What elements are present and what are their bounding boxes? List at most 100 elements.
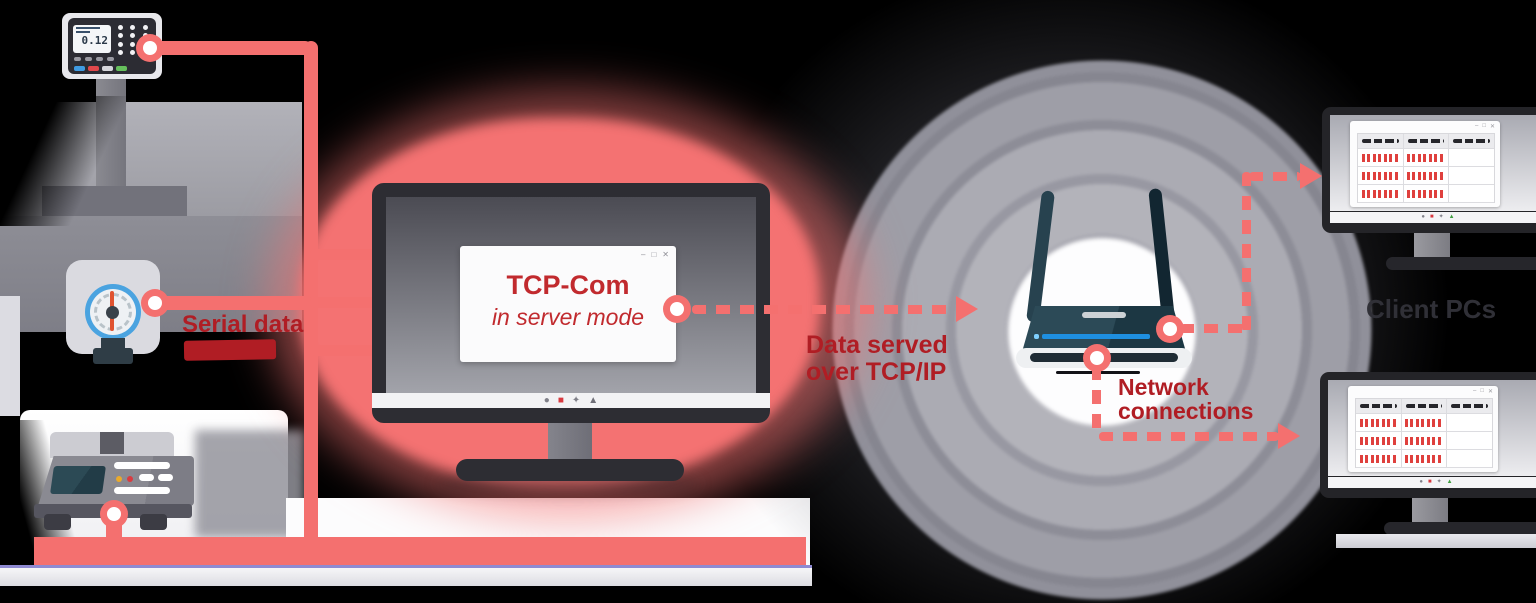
data-text-dash: [1405, 436, 1443, 445]
maximize-icon: □: [1482, 123, 1486, 129]
table-header-row: [1358, 134, 1494, 149]
square-icon: ■: [557, 395, 564, 406]
monitor-bezel-controls: ● ■ ✦ ▲: [1328, 477, 1536, 488]
scale-foot: [44, 514, 71, 530]
serial-line-scale-run: [34, 537, 806, 566]
indicator-function-buttons: [74, 66, 127, 71]
header-text-dash: [1407, 139, 1445, 143]
table-row: [1358, 185, 1494, 203]
network-dashed-top-rise: [1242, 172, 1251, 332]
network-arrowhead-icon: [1278, 423, 1300, 449]
power-dot-icon: ●: [543, 395, 550, 406]
shadow-wedge-top-left: [0, 96, 150, 226]
data-text-dash: [1359, 418, 1398, 427]
red-button: [88, 66, 99, 71]
data-text-dash: [1361, 171, 1400, 180]
connector-node: [1156, 315, 1184, 343]
gauge-stem: [101, 338, 125, 350]
client-data-table: [1357, 133, 1495, 203]
power-dot-icon: ●: [1419, 479, 1423, 485]
minimize-icon: –: [641, 250, 646, 259]
table-row: [1358, 167, 1494, 185]
serial-arrow-shaft: [310, 249, 418, 260]
table-header-row: [1356, 399, 1492, 414]
close-icon: ✕: [662, 250, 669, 259]
floor-edge-line: [0, 565, 812, 568]
power-dot-icon: ●: [1421, 214, 1425, 220]
data-text-dash: [1361, 153, 1400, 162]
blue-button: [74, 66, 85, 71]
header-text-dash: [1405, 404, 1443, 408]
star-icon: ✦: [1436, 479, 1442, 485]
network-dashed-top-run: [1180, 324, 1246, 333]
client-shelf-strip: [1336, 534, 1536, 548]
table-row: [1356, 414, 1492, 432]
monitor-stand: [548, 423, 592, 463]
triangle-icon: ▲: [1446, 479, 1453, 485]
lcd-line: [76, 27, 100, 29]
network-dashed-bottom-drop: [1092, 366, 1101, 436]
minimize-icon: –: [1473, 388, 1477, 394]
close-icon: ✕: [1487, 389, 1493, 395]
window-subtitle: in server mode: [491, 304, 645, 330]
router-led-strip: [1042, 334, 1150, 339]
data-text-dash: [1407, 171, 1445, 180]
client-pc-bottom: – □ ✕: [1320, 372, 1536, 572]
router-vent-slot: [1082, 312, 1126, 318]
gauge-base: [93, 348, 133, 364]
data-text-dash: [1405, 454, 1443, 463]
scale-display-screen: [50, 466, 106, 494]
network-connections-label: Network connections: [1118, 374, 1254, 424]
monitor-base: [456, 459, 684, 481]
star-icon: ✦: [571, 395, 581, 406]
data-text-dash: [1359, 436, 1398, 445]
minimize-icon: –: [1475, 123, 1479, 129]
serial-line-indicator: [150, 41, 312, 55]
indicator-display-value: 0.12: [81, 34, 109, 47]
connector-node: [141, 289, 169, 317]
clients-label: Client PCs: [1366, 294, 1497, 324]
client-pc-top: – □ ✕: [1322, 107, 1536, 307]
data-text-dash: [1359, 454, 1398, 463]
serial-label-smudge: [183, 339, 277, 361]
monitor-bezel-controls: ● ■ ✦ ▲: [1330, 212, 1536, 223]
table-row: [1356, 432, 1492, 450]
data-served-label: Data served over TCP/IP: [806, 331, 948, 386]
monitor-stand: [1414, 233, 1450, 259]
monitor-stand: [1412, 498, 1448, 524]
monitor-bezel-controls: ● ■ ✦ ▲: [372, 393, 770, 408]
scale-key: [139, 474, 154, 481]
serial-line-gauge: [153, 296, 313, 310]
client-data-window: – □ ✕: [1350, 121, 1500, 207]
router-led-dot: [1034, 334, 1039, 339]
serial-data-label: Serial data: [182, 311, 304, 338]
header-text-dash: [1362, 139, 1399, 143]
scale-label-strip: [114, 487, 170, 494]
header-text-dash: [1451, 404, 1488, 408]
tcp-dashed-line: [692, 305, 956, 314]
scale-key: [158, 474, 173, 481]
data-text-dash: [1361, 189, 1400, 198]
data-text-dash: [1407, 153, 1445, 162]
client-data-window: – □ ✕: [1348, 386, 1498, 472]
scale-label-strip: [114, 462, 170, 469]
floor-front-strip: [0, 568, 812, 586]
tcpcom-window: – □ ✕ TCP-Com in server mode: [460, 246, 676, 362]
table-row: [1358, 149, 1494, 167]
square-icon: ■: [1430, 214, 1434, 220]
green-button: [116, 66, 127, 71]
scale-top-block: [100, 432, 124, 454]
connector-node: [136, 34, 164, 62]
header-text-dash: [1360, 404, 1397, 408]
maximize-icon: □: [651, 250, 657, 259]
indicator-lcd: 0.12: [73, 25, 111, 53]
tcp-arrowhead-icon: [956, 296, 978, 322]
gray-button: [102, 66, 113, 71]
connector-node: [663, 295, 691, 323]
triangle-icon: ▲: [1448, 214, 1455, 220]
monitor-base: [1384, 522, 1536, 535]
wall-strip: [0, 296, 20, 416]
square-icon: ■: [1428, 479, 1432, 485]
serial-arrow-shaft: [310, 297, 418, 308]
